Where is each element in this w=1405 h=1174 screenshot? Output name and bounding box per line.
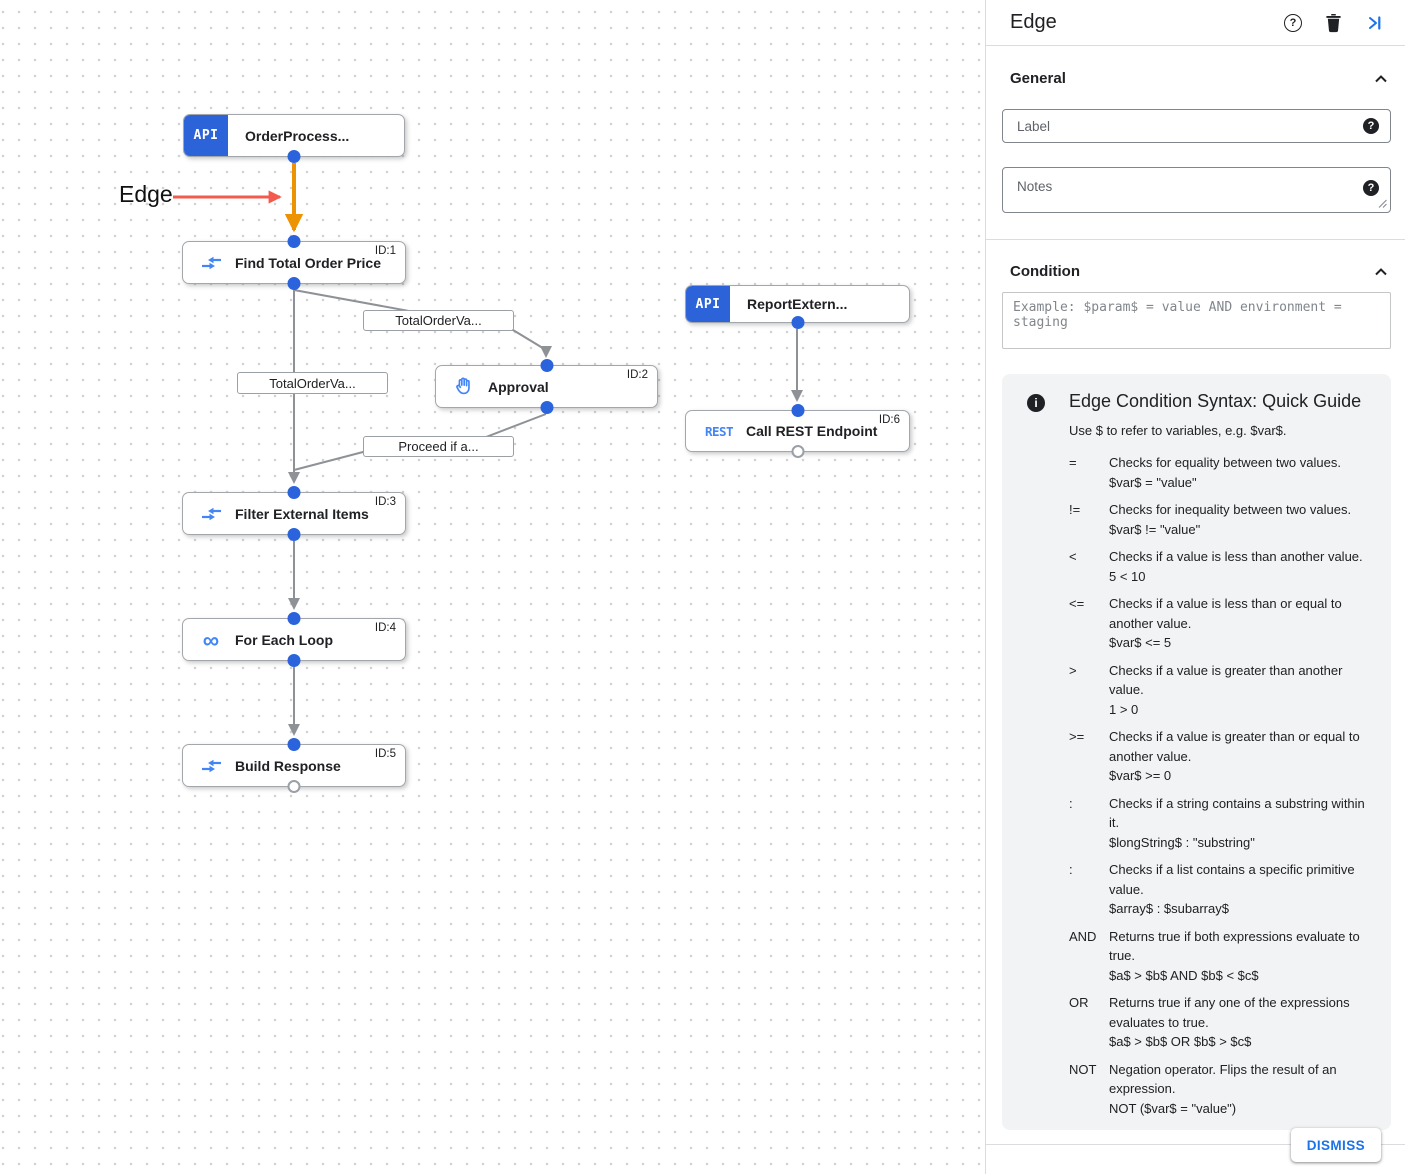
section-divider (986, 239, 1405, 240)
condition-heading: Condition (1010, 263, 1080, 280)
guide-item: >= Checks if a value is greater than or … (1069, 729, 1360, 783)
edge-config-panel: Edge ? G (985, 0, 1405, 1174)
approval-hand-icon (452, 376, 476, 398)
collapse-condition-button[interactable] (1373, 264, 1389, 280)
guide-item: > Checks if a value is greater than anot… (1069, 662, 1343, 717)
connection-port-out-open[interactable] (791, 445, 804, 458)
node-label: Build Response (235, 757, 341, 774)
node-label: ReportExtern... (747, 296, 848, 312)
node-build-response[interactable]: Build Response ID:5 (182, 738, 406, 793)
dismiss-button[interactable]: DISMISS (1290, 1128, 1381, 1162)
notes-input[interactable] (1002, 167, 1391, 213)
condition-input[interactable] (1002, 292, 1391, 349)
condition-section: Condition (986, 263, 1405, 349)
data-mapping-icon (199, 758, 223, 774)
connection-port-out[interactable] (540, 401, 553, 414)
api-trigger-icon: API (184, 115, 228, 156)
api-trigger-icon: API (686, 286, 730, 322)
node-id-badge: ID:6 (878, 414, 900, 426)
help-button[interactable]: ? (1284, 13, 1302, 32)
node-label: Call REST Endpoint (746, 423, 878, 439)
node-for-each-loop[interactable]: ∞ For Each Loop ID:4 (182, 612, 406, 667)
collapse-general-button[interactable] (1373, 71, 1389, 87)
connection-port-out[interactable] (287, 528, 301, 541)
connection-port-in[interactable] (540, 359, 553, 372)
guide-item: <= Checks if a value is less than or equ… (1069, 596, 1342, 650)
collapse-panel-icon (1369, 15, 1381, 30)
chevron-up-icon (1375, 74, 1387, 82)
chevron-up-icon (1375, 267, 1387, 275)
node-label: Approval (488, 378, 549, 395)
node-call-rest-endpoint[interactable]: REST Call REST Endpoint ID:6 (685, 404, 910, 458)
connection-port-in[interactable] (287, 486, 301, 499)
connection-port-out[interactable] (791, 316, 804, 329)
loop-icon: ∞ (202, 626, 220, 653)
guide-item: = Checks for equality between two values… (1069, 455, 1341, 490)
guide-item: NOT Negation operator. Flips the result … (1069, 1061, 1337, 1116)
connection-port-in[interactable] (287, 612, 301, 625)
notes-help-icon[interactable]: ? (1363, 180, 1379, 196)
connection-port-out[interactable] (287, 654, 301, 667)
delete-edge-button[interactable] (1325, 13, 1342, 33)
edge-label-proceed-if[interactable]: Proceed if a... (363, 436, 514, 457)
node-id-badge: ID:3 (374, 496, 396, 508)
guide-item: : Checks if a list contains a specific p… (1069, 862, 1355, 916)
label-help-icon[interactable]: ? (1363, 118, 1379, 134)
guide-item: < Checks if a value is less than another… (1069, 549, 1363, 584)
guide-item: != Checks for inequality between two val… (1069, 502, 1352, 537)
connection-port-in[interactable] (287, 738, 301, 751)
node-report-extern-trigger[interactable]: API ReportExtern... (685, 285, 910, 329)
collapse-panel-button[interactable] (1365, 14, 1383, 32)
connection-port-out[interactable] (287, 277, 301, 290)
node-id-badge: ID:4 (374, 622, 396, 634)
node-id-badge: ID:2 (626, 369, 648, 381)
rest-icon: REST (704, 423, 734, 439)
guide-item: AND Returns true if both expressions eva… (1069, 928, 1360, 983)
node-order-process-trigger[interactable]: API OrderProcess... (183, 114, 405, 163)
edges-layer (173, 163, 803, 736)
condition-syntax-guide: i Edge Condition Syntax: Quick Guide Use… (1002, 374, 1391, 1130)
guide-title: Edge Condition Syntax: Quick Guide (1069, 391, 1362, 411)
trash-icon (1326, 13, 1341, 32)
help-icon: ? (1284, 13, 1302, 32)
guide-subtitle: Use $ to refer to variables, e.g. $var$. (1069, 423, 1287, 438)
general-heading: General (1010, 70, 1066, 87)
data-mapping-icon (199, 255, 223, 271)
node-id-badge: ID:1 (374, 245, 396, 257)
connection-port-out-open[interactable] (287, 780, 301, 793)
general-section: General ? ? (986, 70, 1405, 213)
node-approval[interactable]: Approval ID:2 (435, 359, 658, 414)
annotation-edge-label: Edge (119, 181, 173, 207)
panel-footer: DISMISS (986, 1128, 1405, 1162)
label-input[interactable] (1002, 109, 1391, 143)
node-label: Find Total Order Price (235, 254, 381, 271)
panel-title: Edge (1010, 11, 1057, 33)
node-label: For Each Loop (235, 631, 333, 648)
connection-port-out[interactable] (287, 150, 301, 163)
node-label: Filter External Items (235, 505, 369, 522)
edge-label-total-order-left[interactable]: TotalOrderVa... (237, 372, 388, 394)
connection-port-in[interactable] (287, 235, 301, 248)
panel-header: Edge ? (986, 0, 1405, 46)
edge-label-total-order-right[interactable]: TotalOrderVa... (363, 310, 514, 331)
guide-item: OR Returns true if any one of the expres… (1069, 995, 1350, 1049)
data-mapping-icon (199, 506, 223, 522)
node-find-total-order-price[interactable]: Find Total Order Price ID:1 (182, 235, 406, 290)
resize-handle-icon[interactable] (1378, 199, 1387, 208)
connection-port-in[interactable] (791, 404, 804, 417)
guide-item: : Checks if a string contains a substrin… (1069, 795, 1365, 850)
node-id-badge: ID:5 (374, 748, 396, 760)
node-label: OrderProcess... (245, 127, 350, 144)
info-icon: i (1027, 394, 1045, 412)
node-filter-external-items[interactable]: Filter External Items ID:3 (182, 486, 406, 541)
flow-canvas[interactable]: Edge API OrderProcess... Find Total Orde… (0, 0, 985, 1174)
